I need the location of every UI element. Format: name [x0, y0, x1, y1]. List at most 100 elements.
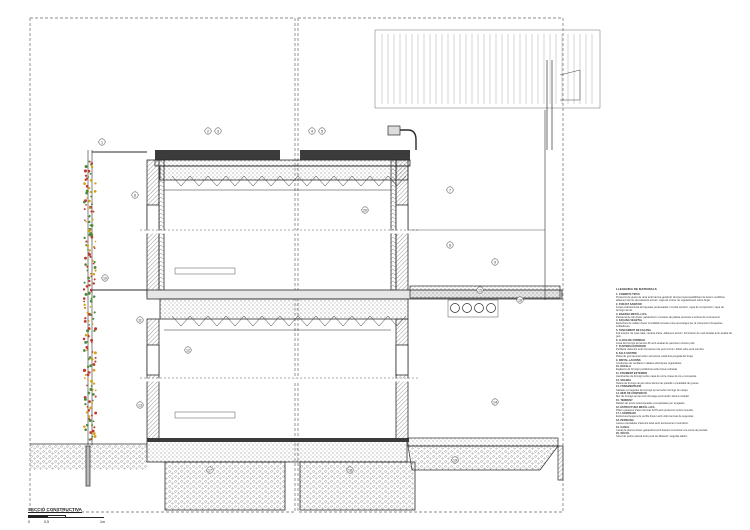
- callout-number: 13: [138, 403, 142, 407]
- legend-item-heading: 13. FONAMENTACIÓ: [616, 385, 642, 389]
- callout-marker: 16: [516, 296, 524, 304]
- scale-label-1m: 1m: [100, 520, 105, 524]
- legend-item-text: Estructura de cables d'acer inoxidable t…: [616, 322, 723, 329]
- legend-item-heading: 14. MUR DE CONTENCIÓ: [616, 392, 647, 396]
- legend-item-text: Perfileria d'alumini amb trencament de p…: [616, 348, 705, 352]
- callout-number: 20: [363, 208, 367, 212]
- callout-marker: 2: [204, 127, 212, 135]
- legend-item-heading: 2. FORJAT SANITARI: [616, 302, 642, 306]
- break-lines: [140, 230, 420, 382]
- legend-item-text: Lames orientables d'alumini lacat amb ac…: [616, 421, 689, 425]
- callout-marker: 20: [361, 206, 369, 214]
- legend-item-text: Llambordes de formigó sobre capa de sorr…: [616, 375, 697, 379]
- legend-item-heading: 6. LLOSA DE FORMIGÓ: [616, 338, 646, 342]
- legend-item-heading: 15. TERRENY: [616, 398, 633, 402]
- callout-number: 19: [453, 458, 457, 462]
- callout-marker: 11: [136, 316, 144, 324]
- legend-item-heading: 20. SÒCOL: [616, 432, 630, 436]
- callout-marker: 5: [318, 127, 326, 135]
- sheet-frames: [29, 17, 564, 513]
- legend-item-heading: 9. INSTAL·LACIONS: [616, 358, 641, 362]
- legend-item-heading: 5. TANCAMENT DE FAÇANA: [616, 328, 651, 332]
- callout-number: 1: [101, 140, 103, 144]
- legend-item-heading: 11. PAVIMENT EXTERIOR: [616, 372, 648, 376]
- callout-marker: 19: [451, 456, 459, 464]
- legend-item-text: Reblert de terres seleccionades compacta…: [616, 401, 686, 405]
- legend-item-heading: 12. SOLERA: [616, 378, 632, 382]
- callout-number: 11: [138, 318, 142, 322]
- legend-item-text: Esglaons de formigó prefabricat sobre ll…: [616, 368, 678, 372]
- callout-number: 14: [493, 400, 497, 404]
- callout-marker: 18: [346, 466, 354, 474]
- legend-item-text: Sòcol de pedra natural amb junta de dila…: [616, 435, 688, 439]
- ground: [30, 443, 564, 487]
- legend-item-heading: 3. BARANA METÀL·LICA: [616, 312, 647, 316]
- legend-item-heading: 17. LUCERNARI: [616, 412, 636, 416]
- break-markers: [140, 229, 420, 379]
- callout-number: 9: [494, 260, 496, 264]
- callout-marker: 14: [491, 398, 499, 406]
- callout-number: 4: [311, 129, 313, 133]
- callout-number: 15: [478, 288, 482, 292]
- legend-item-text: Full exterior de maó calat, cambra d'air…: [616, 331, 732, 339]
- building-section: [146, 150, 563, 511]
- legend-item-heading: 1. COBERTA TIPUS: [616, 293, 640, 297]
- callout-number: 16: [518, 298, 522, 302]
- legend-item-text: Estructura lleugera de perfils d'acer am…: [616, 415, 694, 419]
- duct-group: [447, 299, 499, 318]
- callout-marker: 6: [131, 191, 139, 199]
- legend-item-heading: 16. ESTRUCTURA METÀL·LICA: [616, 405, 655, 409]
- legend-item-text: Mur de formigó armat amb drenatge perime…: [616, 395, 690, 399]
- callout-number: 18: [348, 468, 352, 472]
- legend-title: LLEGENDA DE MATERIALS: [616, 287, 657, 291]
- legend-item-text: Canal de planxa d'acer galvanitzat amb b…: [616, 428, 709, 432]
- legend-item-heading: 19. CANAL: [616, 425, 630, 429]
- callout-marker: 15: [476, 286, 484, 294]
- callout-number: 6: [134, 193, 136, 197]
- legend-item-heading: 18. PERSIANA: [616, 418, 634, 422]
- callout-marker: 9: [491, 258, 499, 266]
- annex: [387, 110, 561, 471]
- legend-item-heading: 7. FUSTERIA EXTERIOR: [616, 345, 646, 349]
- legend-item-text: Solera de formigó armat sobre làmina de …: [616, 381, 700, 385]
- scale-label-0: 0: [28, 520, 30, 524]
- callout-marker: 12: [184, 346, 192, 354]
- callout-number: 3: [217, 129, 219, 133]
- roof-structure: [374, 29, 601, 150]
- callout-marker: 1: [98, 138, 106, 146]
- legend-item-text: Passamà de tub d'acer galvanitzat i munt…: [616, 315, 721, 319]
- callout-marker: 13: [136, 401, 144, 409]
- scale-label-half: 0,5: [44, 520, 49, 524]
- legend-item-text: Placa de guix laminat sobre estructura m…: [616, 355, 694, 359]
- legend-item-heading: 10. ESCALA: [616, 365, 631, 369]
- legend-item-text: Llosa de formigó armat HA-25 amb acabat …: [616, 341, 696, 345]
- callout-marker: 3: [214, 127, 222, 135]
- green-facade: [82, 150, 147, 445]
- legend-item-text: Conductes de ventilació i safates elèctr…: [616, 361, 683, 365]
- callout-number: 2: [207, 129, 209, 133]
